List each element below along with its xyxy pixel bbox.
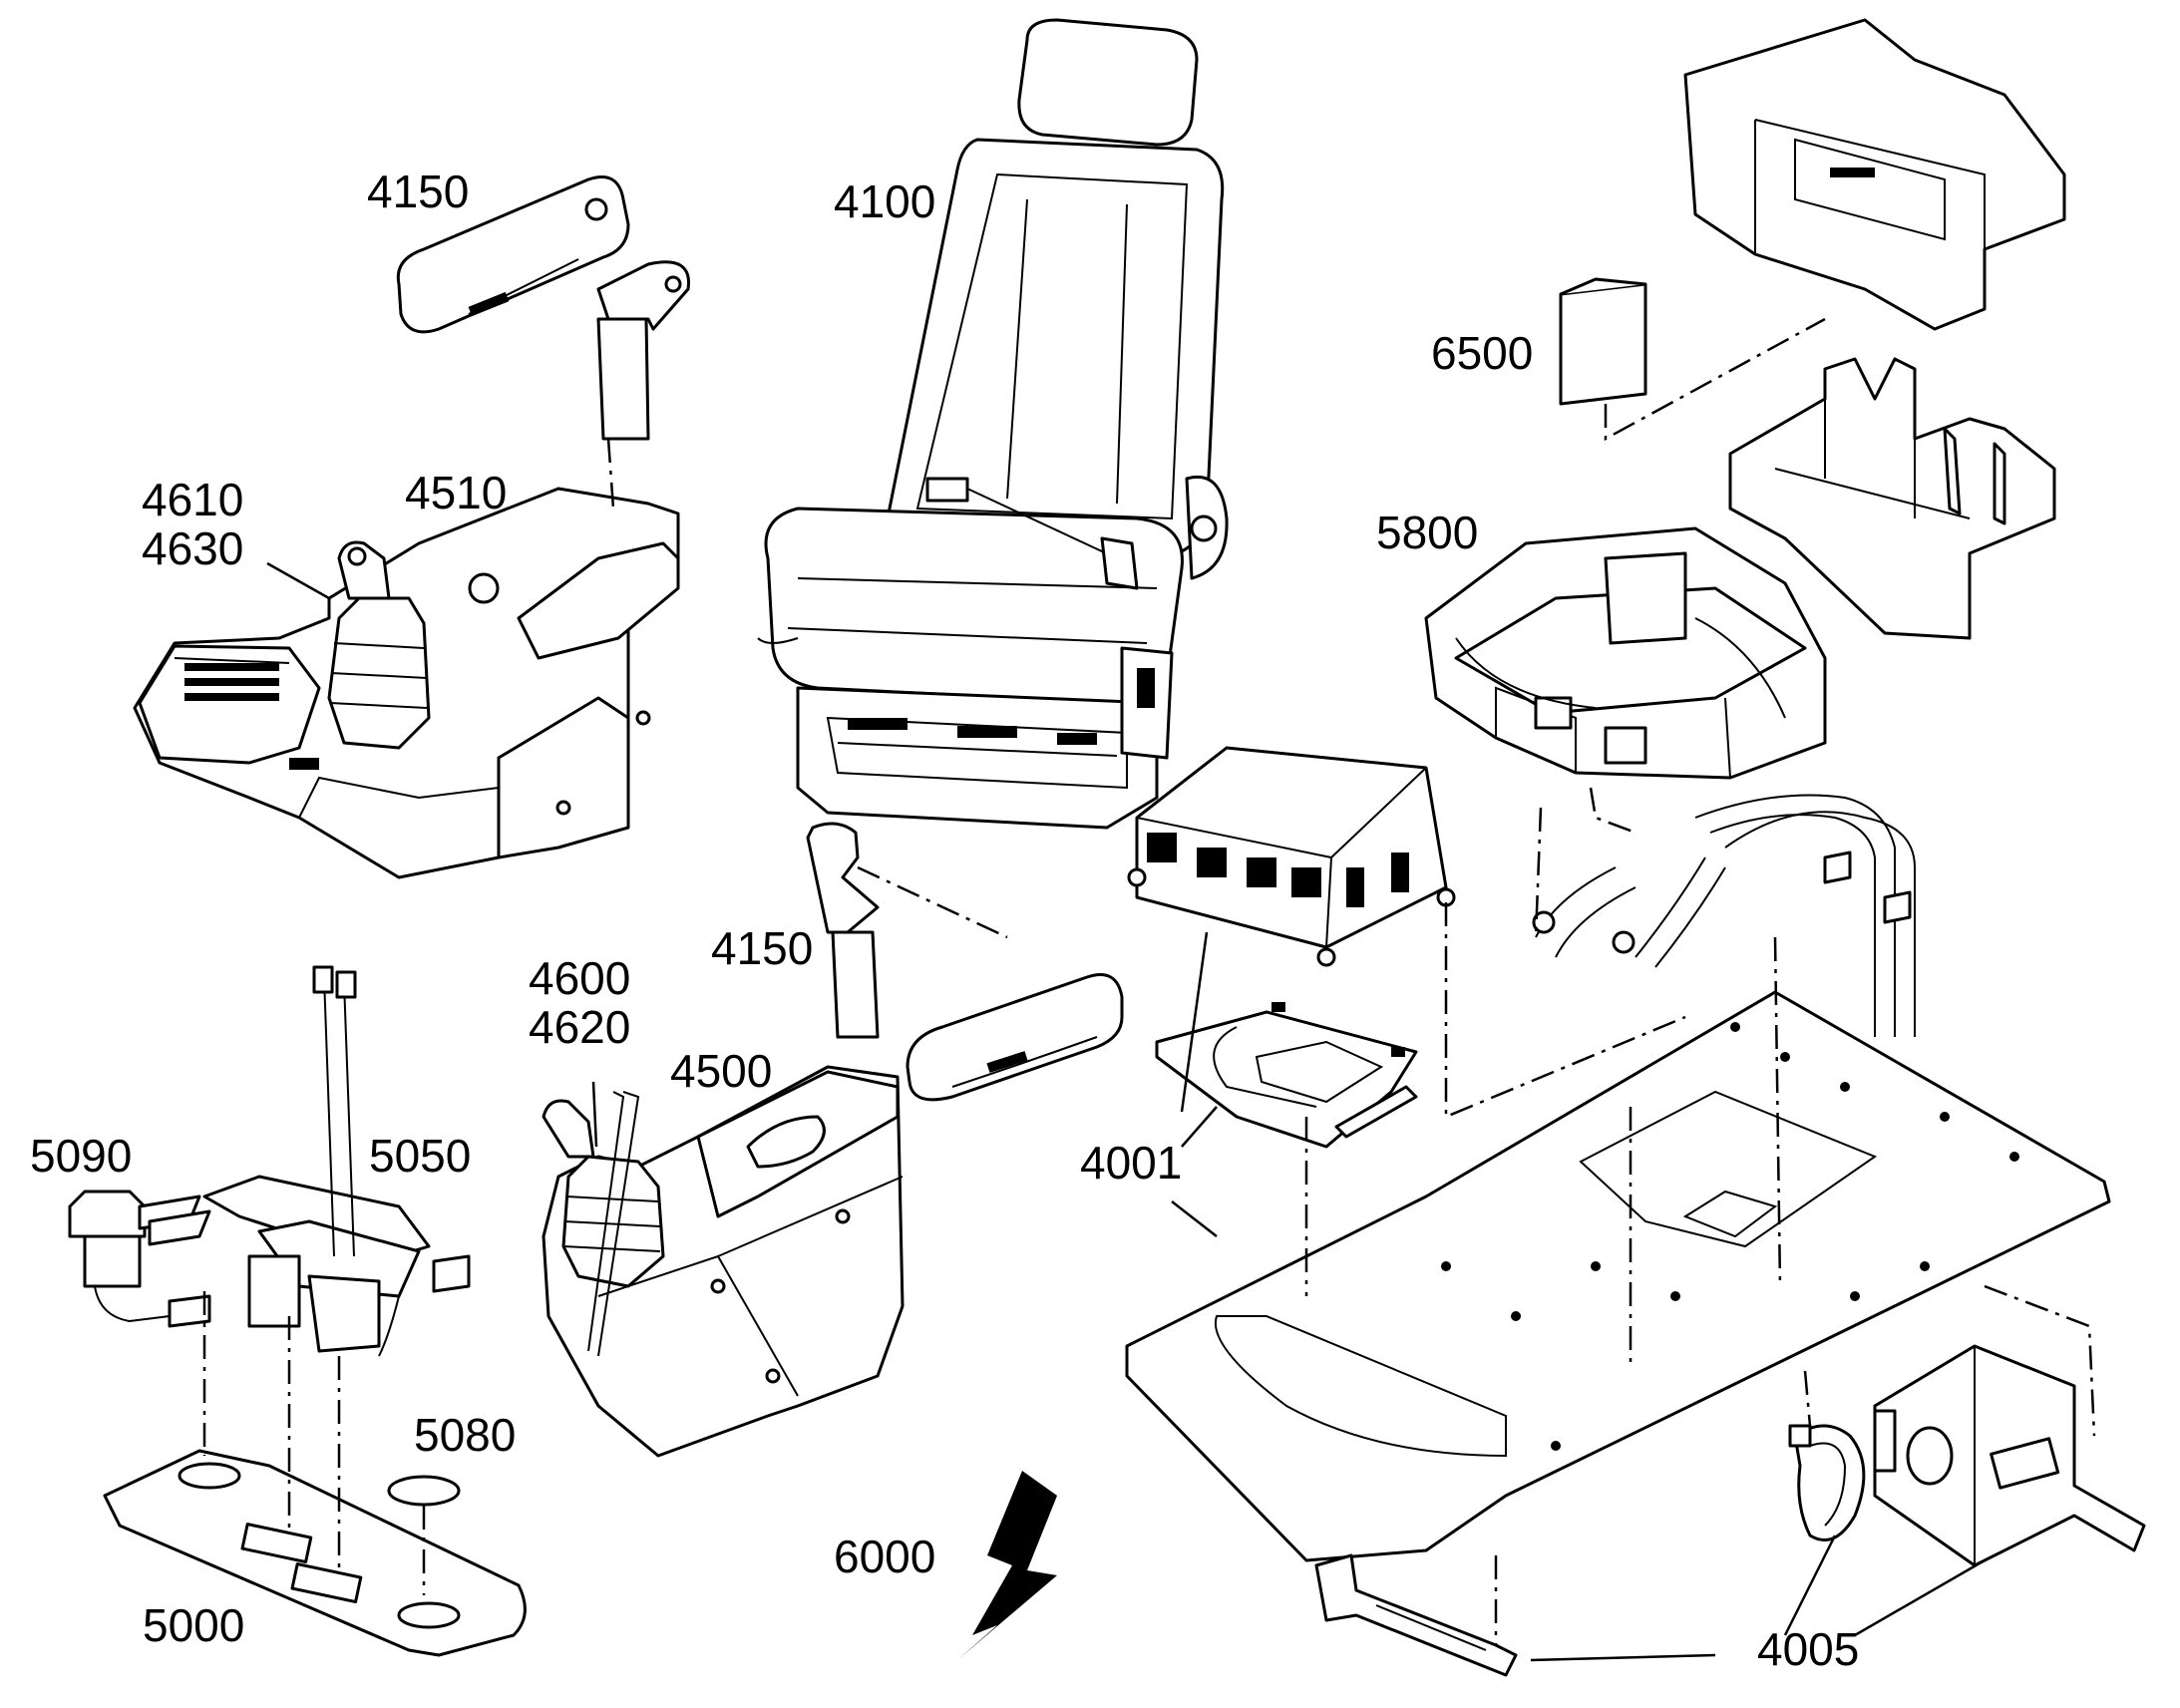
armrest-mid[interactable] [906,973,1124,1102]
callout-4005: 4005 [1757,1623,1859,1675]
leader-lines [266,561,1986,1662]
callout-4100: 4100 [834,175,935,227]
callout-4150-top: 4150 [367,166,469,217]
double-pedal[interactable] [202,965,471,1357]
small-pedal[interactable] [68,1190,211,1328]
hose-assembly[interactable] [1532,794,1916,1038]
callout-5050: 5050 [369,1130,471,1182]
callout-6000: 6000 [834,1531,935,1582]
pedal-floor-plate[interactable] [103,1449,527,1657]
callout-6500: 6500 [1431,327,1533,379]
cover-plate[interactable] [387,1475,461,1507]
callout-4510: 4510 [405,467,507,518]
callout-4150-mid: 4150 [711,922,813,974]
floor-bracket[interactable] [1314,1553,1518,1677]
housing-tray[interactable] [1728,357,2056,640]
electrical-lightning-icon [957,1471,1057,1660]
right-console[interactable] [133,487,680,879]
callout-4600: 4600 [529,952,630,1004]
filter-element[interactable] [1559,277,1647,406]
armrest-bracket-top[interactable] [596,260,690,441]
armrest-top[interactable] [396,175,630,334]
callout-4001: 4001 [1080,1137,1182,1189]
callout-5080: 5080 [414,1409,516,1461]
housing-cover[interactable] [1683,18,2066,331]
callout-5800: 5800 [1376,507,1478,558]
side-bracket[interactable] [1873,1344,2146,1567]
armrest-bracket-mid[interactable] [806,822,880,1039]
electronics-box[interactable] [1127,746,1456,967]
callout-labels: 4150 4100 6500 4610 4630 4510 5800 4150 … [30,166,1859,1675]
cab-floor-plate[interactable] [1125,990,2111,1562]
mounting-plate[interactable] [1155,1002,1418,1149]
hose-clamp[interactable] [1788,1424,1866,1541]
callout-5000: 5000 [143,1599,244,1651]
callout-5090: 5090 [30,1130,132,1182]
callout-4630: 4630 [142,522,243,574]
left-console[interactable] [542,1065,905,1458]
callout-4500: 4500 [670,1045,772,1097]
callout-4620: 4620 [529,1001,630,1053]
callout-4610: 4610 [142,474,243,525]
assembly-lines [202,317,2096,1645]
control-unit[interactable] [1424,526,1827,780]
operator-seat[interactable] [757,18,1229,830]
